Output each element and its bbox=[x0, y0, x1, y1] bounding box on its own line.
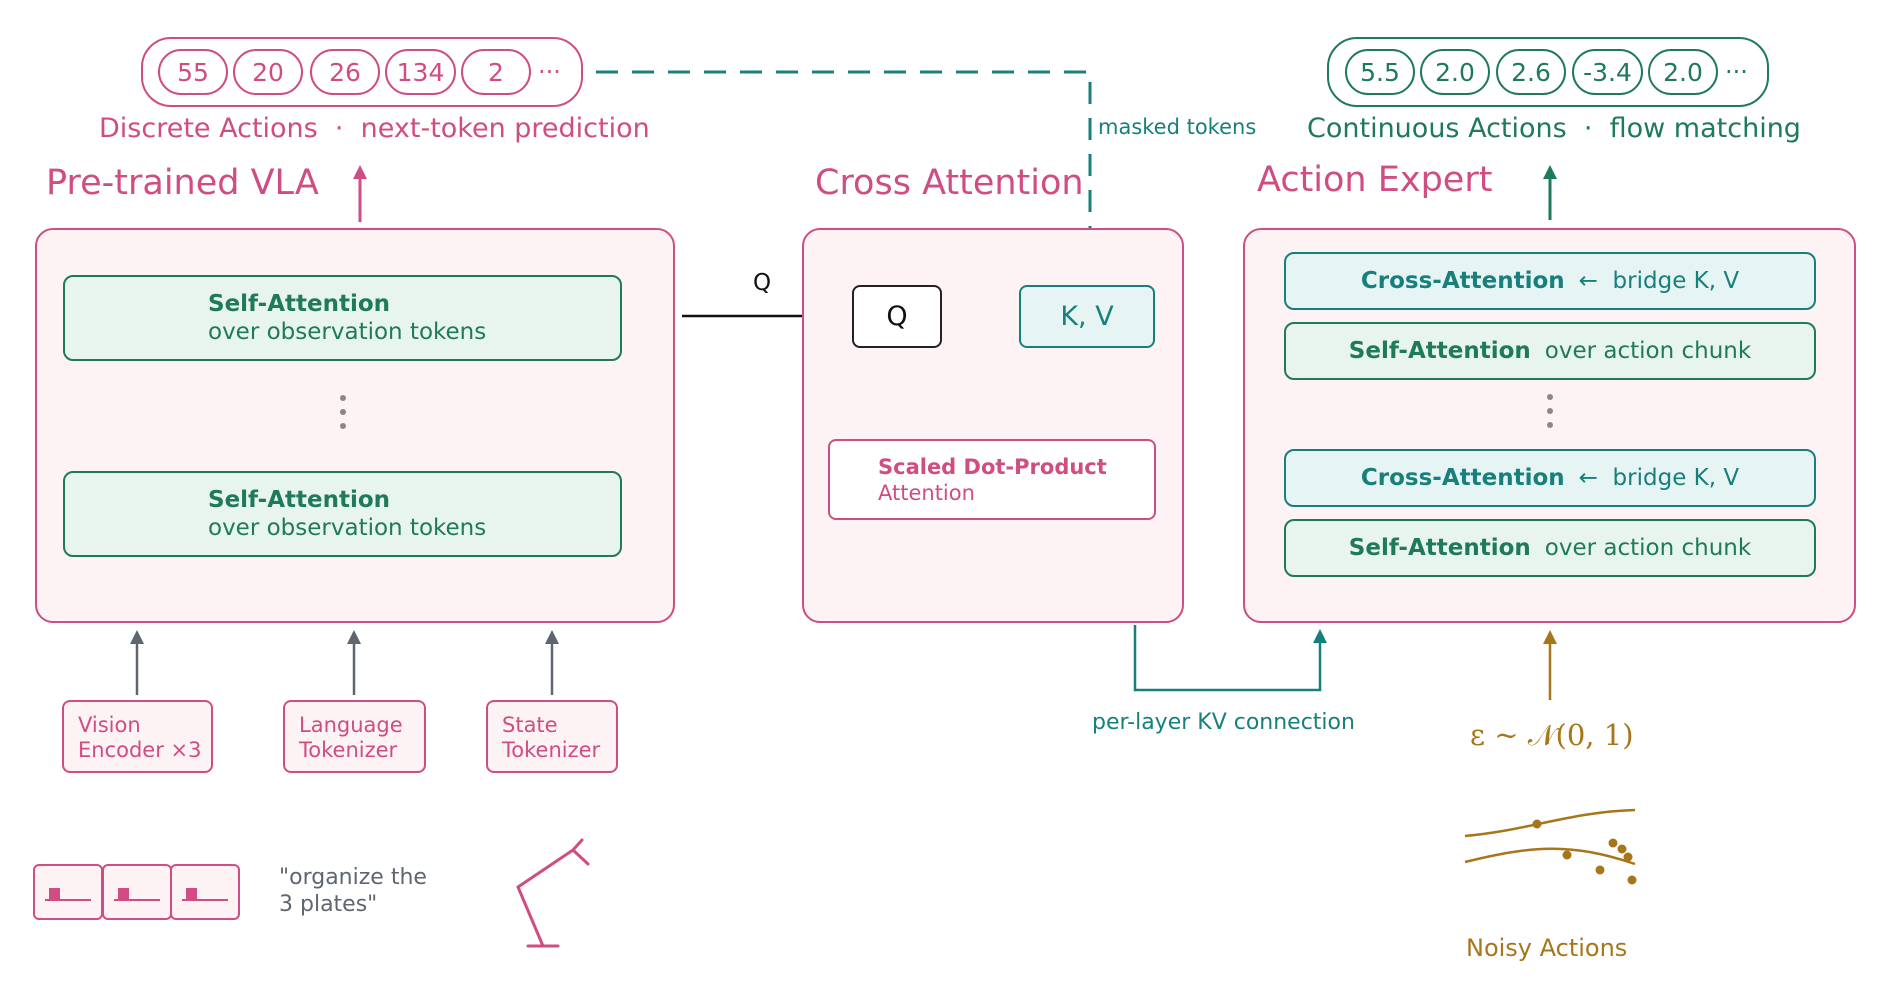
scaled-dot-product-box: Scaled Dot-Product Attention bbox=[828, 439, 1156, 520]
input-label-line: Tokenizer bbox=[299, 738, 398, 762]
action-expert-title: Action Expert bbox=[1257, 160, 1493, 200]
input-label-line: Vision bbox=[78, 713, 141, 737]
block-title: Self-Attention bbox=[208, 291, 391, 317]
q-arrow-label: Q bbox=[753, 270, 772, 296]
input-label-line: State bbox=[502, 713, 558, 737]
block-title: Self-Attention bbox=[208, 487, 391, 513]
continuous-token-strip bbox=[1327, 37, 1769, 107]
discrete-token-strip bbox=[141, 37, 583, 107]
instruction-line: 3 plates" bbox=[279, 892, 378, 917]
continuous-token: 5.5 bbox=[1345, 49, 1415, 95]
block-subtitle: ← bridge K, V bbox=[1578, 465, 1740, 491]
vision-encoder-box: Vision Encoder ×3 bbox=[62, 700, 213, 773]
language-tokenizer-box: Language Tokenizer bbox=[283, 700, 426, 773]
continuous-token: -3.4 bbox=[1572, 49, 1643, 95]
pretrained-vla-panel: Self-Attention over observation tokens S… bbox=[35, 228, 675, 623]
discrete-token: 20 bbox=[233, 49, 303, 95]
block-subtitle: over action chunk bbox=[1544, 338, 1752, 364]
camera-frame-icon bbox=[102, 864, 172, 920]
sdp-title: Scaled Dot-Product bbox=[878, 455, 1107, 479]
noisy-trajectory-icon bbox=[1464, 808, 1636, 866]
instruction-text: "organize the 3 plates" bbox=[279, 864, 427, 918]
block-title: Self-Attention bbox=[1348, 338, 1531, 364]
vla-self-attention-block: Self-Attention over observation tokens bbox=[63, 275, 622, 361]
masked-tokens-label: masked tokens bbox=[1098, 115, 1257, 139]
camera-frame-icon bbox=[33, 864, 103, 920]
block-title: Cross-Attention bbox=[1360, 268, 1565, 294]
input-label-line: Language bbox=[299, 713, 403, 737]
noisy-sample-points bbox=[1532, 819, 1637, 885]
discrete-ellipsis: ··· bbox=[538, 58, 561, 86]
input-label-line: Tokenizer bbox=[502, 738, 601, 762]
cross-attention-title: Cross Attention bbox=[815, 163, 1084, 203]
continuous-token: 2.0 bbox=[1648, 49, 1718, 95]
masked-tokens-dashed-line bbox=[596, 70, 1097, 279]
expert-self-attention-block: Self-Attention over action chunk bbox=[1284, 519, 1816, 577]
robot-arm-icon bbox=[516, 838, 590, 948]
input-label-line: Encoder ×3 bbox=[78, 738, 202, 762]
expert-cross-attention-block: Cross-Attention ← bridge K, V bbox=[1284, 449, 1816, 507]
discrete-token: 55 bbox=[158, 49, 228, 95]
discrete-caption: Discrete Actions · next-token prediction bbox=[99, 113, 650, 144]
state-tokenizer-box: State Tokenizer bbox=[486, 700, 618, 773]
continuous-token: 2.6 bbox=[1496, 49, 1566, 95]
camera-frame-icon bbox=[170, 864, 240, 920]
continuous-caption: Continuous Actions · flow matching bbox=[1307, 113, 1801, 144]
block-title: Cross-Attention bbox=[1360, 465, 1565, 491]
continuous-token: 2.0 bbox=[1420, 49, 1490, 95]
expert-cross-attention-block: Cross-Attention ← bridge K, V bbox=[1284, 252, 1816, 310]
key-value-box: K, V bbox=[1019, 285, 1155, 348]
expert-self-attention-block: Self-Attention over action chunk bbox=[1284, 322, 1816, 380]
kv-connection-line bbox=[1133, 625, 1327, 692]
vla-self-attention-block: Self-Attention over observation tokens bbox=[63, 471, 622, 557]
noisy-actions-label: Noisy Actions bbox=[1466, 934, 1628, 962]
block-subtitle: over observation tokens bbox=[208, 515, 487, 541]
layer-ellipsis bbox=[1547, 394, 1553, 436]
continuous-ellipsis: ··· bbox=[1725, 58, 1748, 86]
block-subtitle: over observation tokens bbox=[208, 319, 487, 345]
sdp-subtitle: Attention bbox=[878, 481, 975, 505]
layer-ellipsis bbox=[340, 395, 346, 437]
pretrained-vla-title: Pre-trained VLA bbox=[46, 163, 319, 203]
instruction-line: "organize the bbox=[279, 865, 427, 890]
block-subtitle: over action chunk bbox=[1544, 535, 1752, 561]
discrete-token: 26 bbox=[310, 49, 380, 95]
block-title: Self-Attention bbox=[1348, 535, 1531, 561]
block-subtitle: ← bridge K, V bbox=[1578, 268, 1740, 294]
noise-formula: ε ~ 𝒩(0, 1) bbox=[1470, 718, 1634, 752]
query-box: Q bbox=[852, 285, 942, 348]
kv-connection-label: per-layer KV connection bbox=[1092, 710, 1355, 735]
discrete-token: 2 bbox=[461, 49, 531, 95]
discrete-token: 134 bbox=[385, 49, 456, 95]
